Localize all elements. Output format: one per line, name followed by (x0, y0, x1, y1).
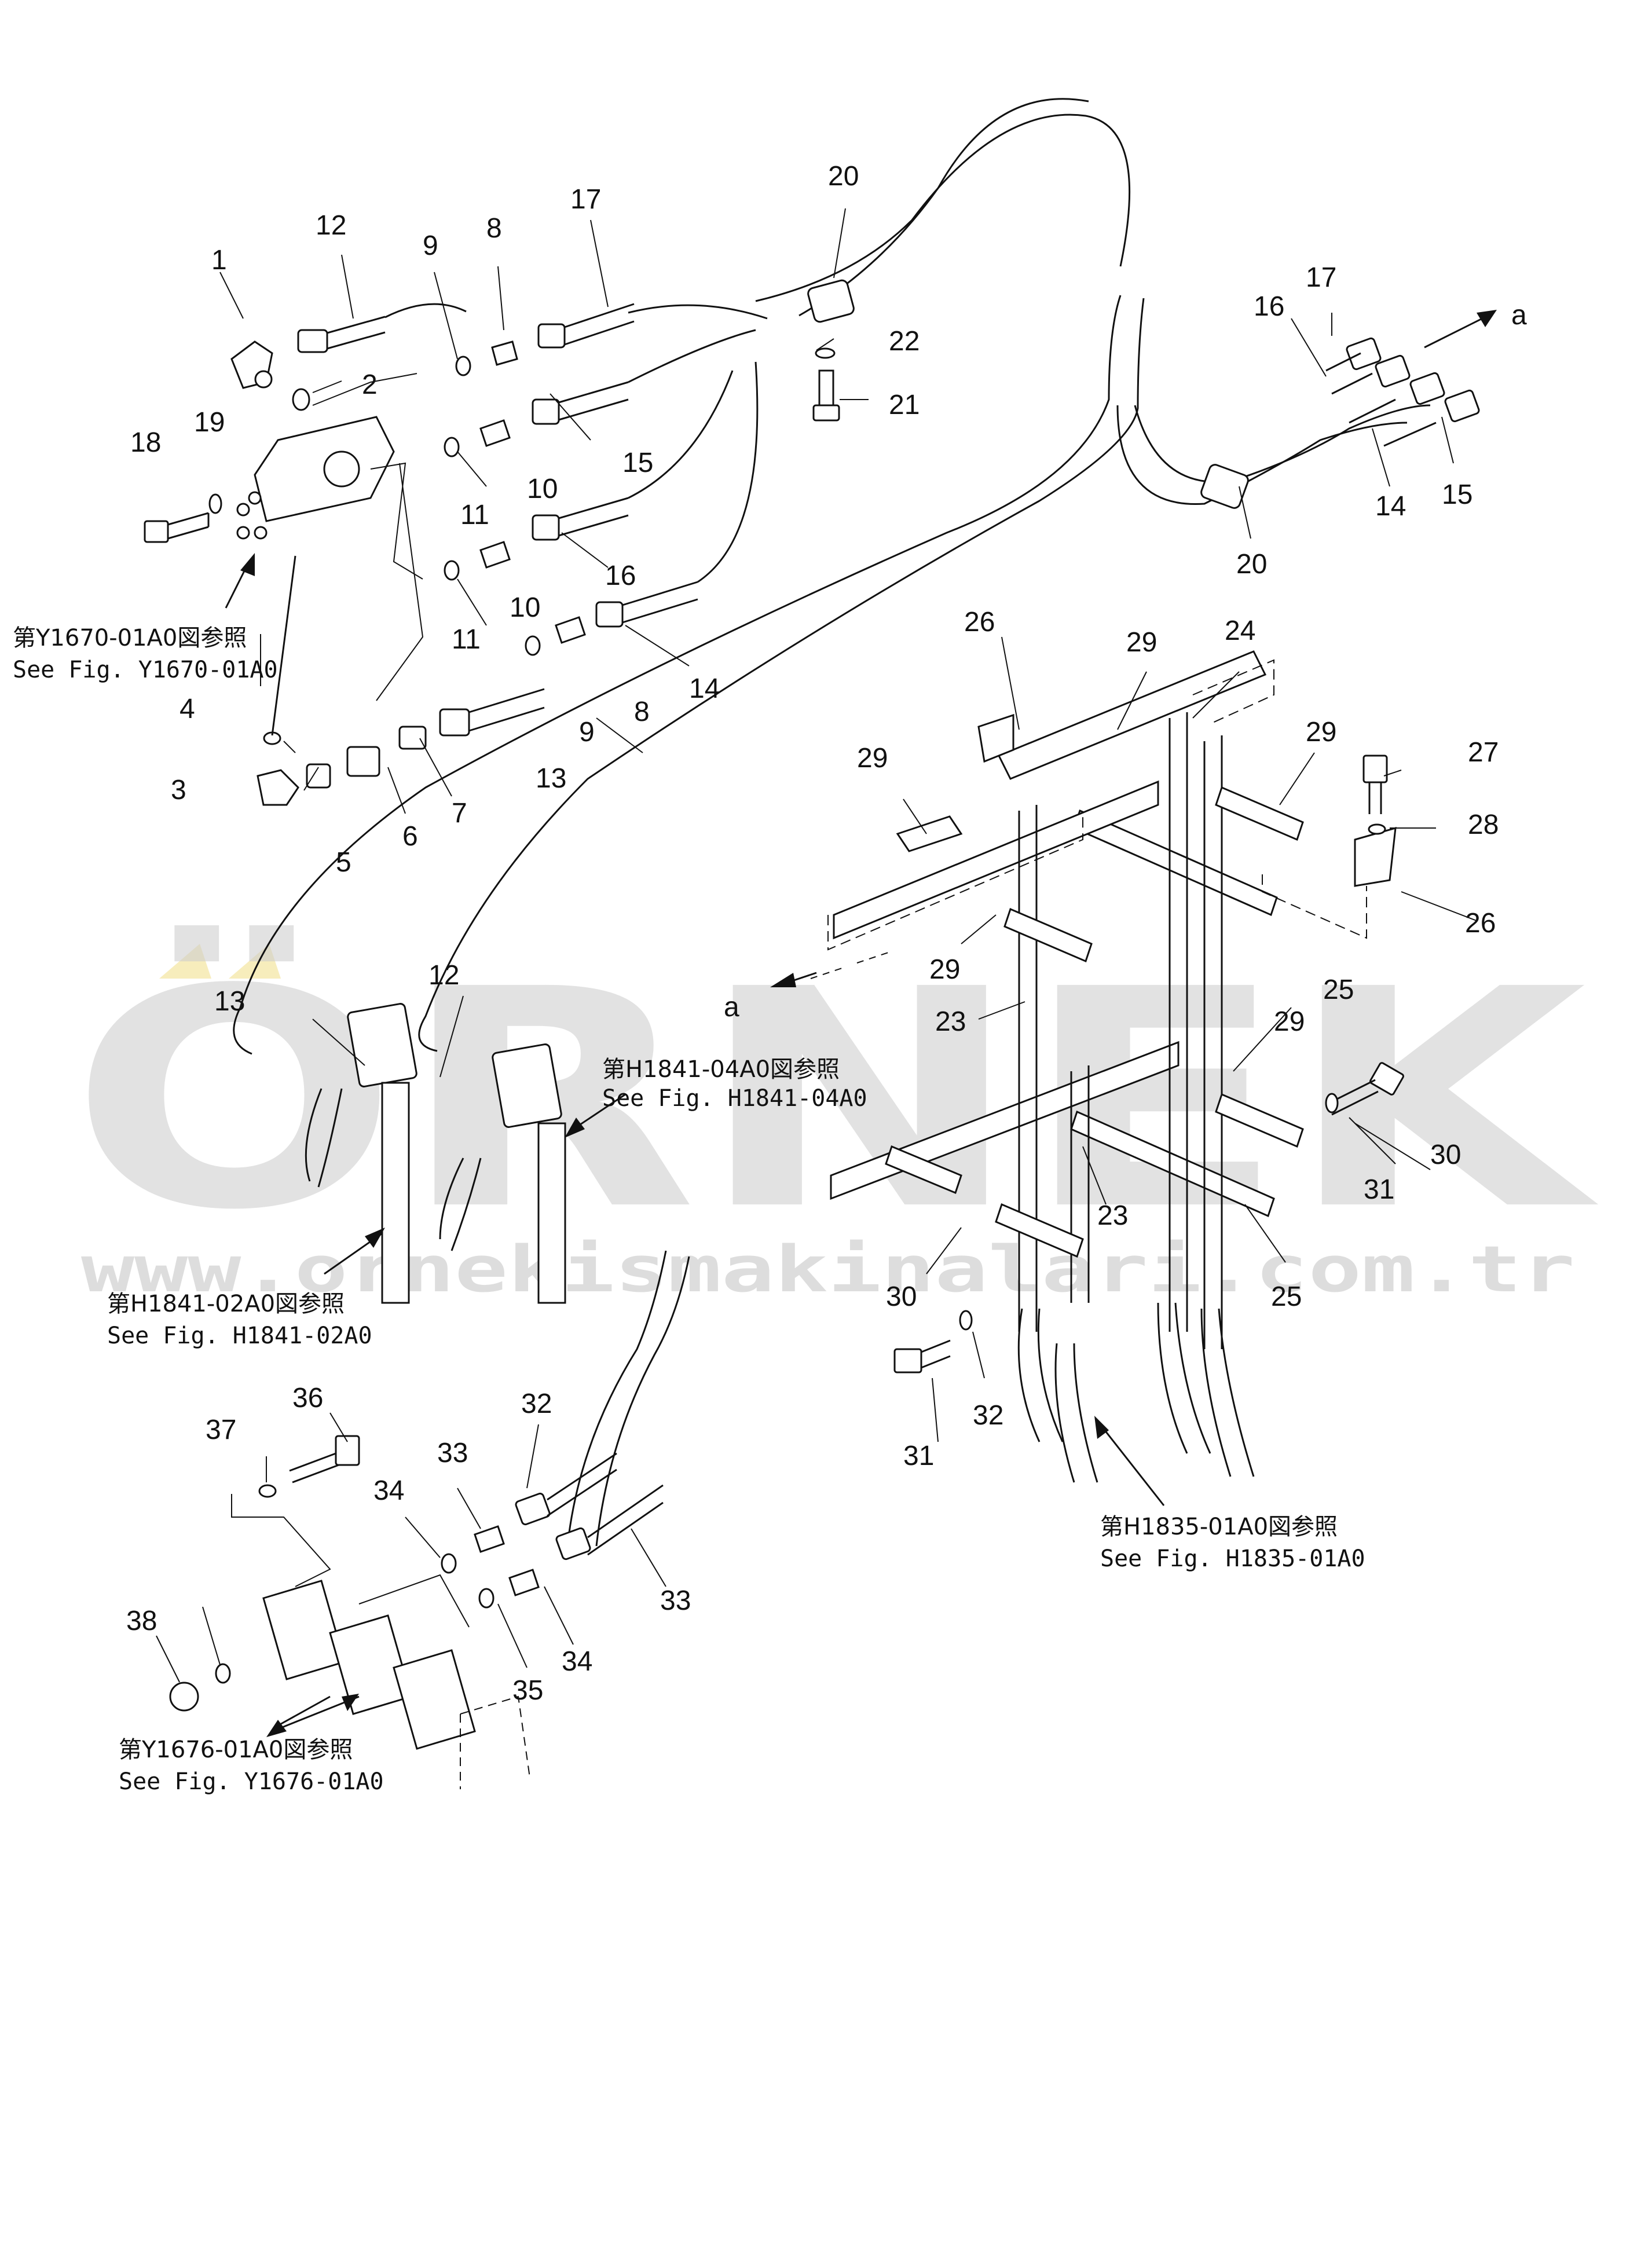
callout-23a: 23 (935, 1006, 966, 1037)
callout-29b: 29 (1126, 627, 1157, 658)
callout-26a: 26 (964, 607, 995, 638)
callout-35: 36 (292, 1383, 323, 1413)
ref-h1841-02-en: See Fig. H1841-02A0 (107, 1323, 372, 1349)
callout-11a: 11 (460, 500, 489, 530)
callout-18: 18 (130, 427, 161, 458)
callout-27: 27 (1468, 737, 1499, 768)
leader-lines (156, 208, 1477, 1737)
hose-12-top (327, 316, 386, 350)
callout-31b: 32 (973, 1400, 1003, 1431)
callout-26b: 26 (1465, 908, 1496, 939)
ref-y1670-jp: 第Y1670-01A0図参照 (13, 625, 247, 651)
watermark: ÖRNEK www.ornekismakinalari.com.tr (69, 922, 1601, 1307)
callout-10b: 10 (510, 592, 540, 623)
ref-y1676-jp: 第Y1676-01A0図参照 (119, 1737, 353, 1763)
callout-33a: 33 (437, 1438, 468, 1468)
callout-17b: 17 (1306, 262, 1336, 293)
callout-14b: 14 (1375, 491, 1406, 522)
frame-assembly (770, 650, 1404, 1483)
callout-19: 19 (194, 407, 225, 438)
callout-16a: 16 (605, 561, 636, 591)
callout-4: 4 (180, 694, 195, 724)
callout-29a: 29 (857, 743, 888, 774)
ref-h1841-04-en: See Fig. H1841-04A0 (602, 1085, 867, 1112)
callout-20b: 20 (1236, 549, 1267, 580)
callout-32a: 32 (521, 1389, 552, 1419)
callout-14a: 14 (689, 673, 720, 704)
callout-17a: 17 (570, 184, 601, 215)
callout-29f: 30 (886, 1281, 917, 1312)
callout-5: 5 (336, 847, 351, 878)
ref-y1670-en: See Fig. Y1670-01A0 (13, 657, 278, 683)
callout-36: 37 (206, 1415, 236, 1445)
callout-32b: 33 (660, 1585, 691, 1616)
figure-references: 第Y1670-01A0図参照 See Fig. Y1670-01A0 第H184… (13, 625, 1365, 1795)
callout-29c: 29 (1306, 717, 1336, 748)
frame-member (997, 650, 1267, 780)
valve-assembly (144, 303, 698, 806)
bolt-head (144, 520, 169, 543)
arrow-label-a-right: a (1511, 300, 1527, 331)
callout-29e: 29 (1274, 1006, 1305, 1037)
ref-h1835-en: See Fig. H1835-01A0 (1100, 1545, 1365, 1572)
lower-left-components (169, 1003, 690, 1789)
callout-33b: 34 (562, 1646, 592, 1677)
watermark-brand: ÖRNEK (69, 922, 1601, 1276)
callout-34a: 34 (373, 1475, 404, 1506)
callout-numbers: 1 2 3 4 5 6 7 8 8 9 9 10 10 11 11 12 12 … (126, 161, 1527, 1706)
callout-15a: 15 (622, 448, 653, 478)
callout-13b: 13 (214, 986, 245, 1017)
callout-15b: 15 (1442, 479, 1472, 510)
callout-9b: 9 (579, 717, 595, 748)
callout-3: 3 (171, 775, 186, 805)
callout-22: 22 (889, 326, 920, 357)
callout-1: 1 (211, 245, 227, 276)
callout-23b: 23 (1097, 1200, 1128, 1231)
callout-12b: 12 (428, 960, 459, 991)
callout-31a: 31 (1364, 1174, 1394, 1205)
ref-h1835-jp: 第H1835-01A0図参照 (1100, 1514, 1338, 1540)
callout-25b: 25 (1271, 1281, 1302, 1312)
callout-34b: 35 (512, 1675, 543, 1706)
callout-8b: 8 (634, 697, 650, 727)
ref-y1676-en: See Fig. Y1676-01A0 (119, 1768, 384, 1795)
callout-24: 24 (1225, 616, 1255, 646)
callout-6: 6 (402, 821, 418, 852)
callout-11b: 11 (452, 624, 481, 655)
callout-8a: 8 (486, 213, 502, 244)
callout-2: 2 (362, 369, 378, 400)
callout-12a: 12 (316, 210, 346, 241)
callout-30b: 31 (903, 1441, 934, 1471)
ref-h1841-02-jp: 第H1841-02A0図参照 (107, 1291, 345, 1317)
o-ring (292, 388, 310, 411)
callout-13a: 13 (536, 763, 566, 794)
callout-37: 38 (126, 1606, 157, 1636)
callout-20a: 20 (828, 161, 859, 192)
callout-30a: 30 (1430, 1140, 1461, 1170)
callout-21: 21 (889, 390, 920, 420)
callout-9a: 9 (423, 230, 438, 261)
callout-10a: 10 (527, 474, 558, 504)
hose-routing (233, 98, 1497, 1055)
callout-16b: 16 (1254, 291, 1284, 322)
ref-h1841-04-jp: 第H1841-04A0図参照 (602, 1056, 840, 1083)
callout-7: 7 (452, 798, 467, 829)
arrow-label-a-left: a (724, 992, 739, 1023)
valve-block (262, 1580, 346, 1680)
callout-29d: 29 (929, 954, 960, 985)
callout-28: 28 (1468, 810, 1499, 840)
callout-25a: 25 (1323, 975, 1354, 1005)
